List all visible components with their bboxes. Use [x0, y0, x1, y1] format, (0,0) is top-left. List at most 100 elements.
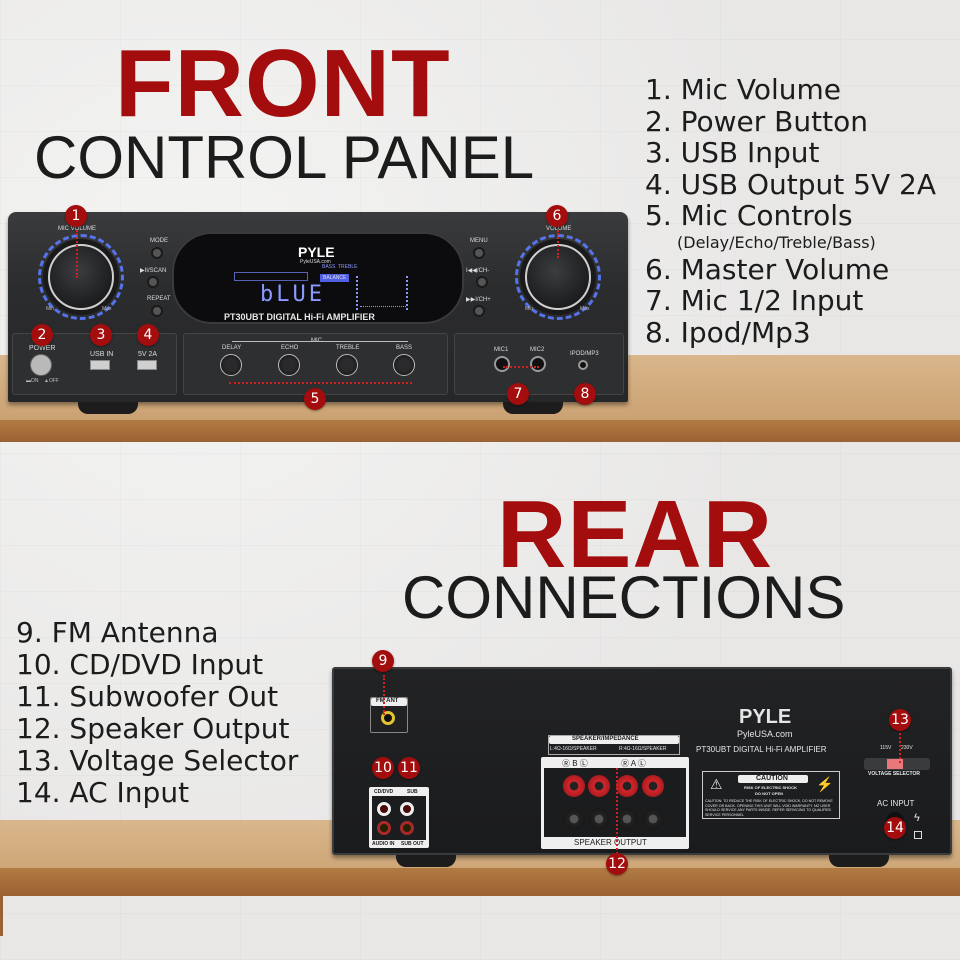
sub-right-jack[interactable] [400, 821, 414, 835]
impedance-left: L:4Ω-16Ω/SPEAKER [550, 746, 597, 752]
speaker-a-left-positive[interactable] [642, 775, 664, 797]
marker-7-leader [503, 366, 539, 368]
group-a-label: Ⓡ A Ⓛ [621, 759, 646, 768]
marker-12: 12 [606, 853, 628, 875]
cd-dvd-left-jack[interactable] [377, 802, 391, 816]
ipod-mp3-jack[interactable] [578, 360, 588, 370]
speaker-impedance-label: SPEAKER/IMPEDANCE [572, 736, 639, 742]
warning-triangle-icon: ⚠ [710, 776, 723, 792]
amp-foot [78, 402, 138, 414]
speaker-b-left-positive[interactable] [588, 775, 610, 797]
bass-knob[interactable] [393, 354, 415, 376]
usb-input-port[interactable] [90, 360, 110, 370]
rear-model-line: PT30UBT DIGITAL Hi-Fi AMPLIFIER [696, 745, 827, 754]
mic2-jack[interactable] [530, 356, 546, 372]
max-label: Max [102, 306, 112, 312]
legend-item-power-button: 2. Power Button [645, 104, 868, 138]
voltage-selector-switch[interactable] [887, 759, 903, 769]
treble-knob[interactable] [336, 354, 358, 376]
speaker-a-right-positive[interactable] [616, 775, 638, 797]
speaker-impedance-header-bg [549, 736, 679, 744]
display-icons [234, 272, 308, 281]
speaker-a-left-negative[interactable] [642, 808, 664, 830]
marker-6: 6 [546, 205, 568, 227]
ipod-label: IPOD/MP3 [570, 351, 599, 357]
master-volume-knob[interactable] [525, 244, 591, 310]
display-balance-badge: BALANCE [320, 274, 350, 282]
caution-open: DO NOT OPEN [755, 791, 784, 796]
speaker-b-right-negative[interactable] [563, 808, 585, 830]
electric-shock-icon: ⚡ [816, 776, 834, 792]
rear-brand-url: PyleUSA.com [737, 729, 793, 739]
prev-ch-button[interactable] [476, 276, 488, 288]
legend-item-mic-controls: 5. Mic Controls [645, 199, 853, 232]
mode-button[interactable] [151, 247, 163, 259]
mic-volume-knob[interactable] [48, 244, 114, 310]
voltage-230-label: 230V [901, 745, 913, 751]
play-scan-label: ▶II/SCAN [140, 268, 167, 274]
display-brand-url: PyleUSA.com [300, 259, 331, 265]
rear-subheading: CONNECTIONS [402, 564, 846, 631]
cd-dvd-right-jack[interactable] [377, 821, 391, 835]
fm-antenna-block [370, 697, 408, 733]
speaker-b-right-positive[interactable] [563, 775, 585, 797]
voltage-115-label: 115V [880, 745, 892, 751]
sub-left-jack[interactable] [400, 802, 414, 816]
max-label: Max [580, 306, 590, 312]
display-brand-logo: PYLE [298, 244, 335, 260]
power-off-label: ▲OFF [44, 378, 59, 384]
repeat-button[interactable] [151, 305, 163, 317]
group-b-label: Ⓡ B Ⓛ [562, 759, 588, 768]
usb-out-label: 5V 2A [138, 351, 158, 358]
caution-label [702, 771, 840, 819]
mic-volume-label: MIC VOLUME [58, 226, 97, 232]
marker-9: 9 [372, 650, 394, 672]
legend-item-master-volume: 6. Master Volume [645, 252, 890, 286]
power-on-label: ▬ON [26, 378, 39, 384]
delay-knob[interactable] [220, 354, 242, 376]
repeat-label: REPEAT [147, 296, 171, 302]
mic2-label: MIC2 [530, 347, 545, 353]
legend-item-mic-controls-note: (Delay/Echo/Treble/Bass) [677, 232, 876, 252]
front-heading: FRONT [115, 30, 451, 137]
marker-2: 2 [31, 324, 53, 346]
amp-foot [396, 855, 456, 867]
legend-item-cd-dvd-input: 10. CD/DVD Input [16, 648, 264, 681]
impedance-right: R:4Ω-16Ω/SPEAKER [619, 746, 667, 752]
shelf-front-edge [0, 868, 960, 896]
lightning-icon: ϟ [914, 812, 920, 824]
legend-item-subwoofer-out: 11. Subwoofer Out [16, 680, 279, 713]
echo-label: ECHO [281, 345, 299, 351]
legend-item-ipod-mp3: 8. Ipod/Mp3 [645, 315, 811, 349]
legend-item-mic-volume: 1. Mic Volume [645, 73, 841, 106]
marker-14: 14 [884, 817, 906, 839]
speaker-a-right-negative[interactable] [616, 808, 638, 830]
legend-item-fm-antenna: 9. FM Antenna [16, 616, 219, 649]
caution-title: CAUTION [756, 775, 788, 782]
next-ch-button[interactable] [473, 305, 485, 317]
power-button[interactable] [30, 354, 52, 376]
play-scan-button[interactable] [147, 276, 159, 288]
min-label: Min [525, 306, 534, 312]
marker-5-leader [229, 382, 412, 384]
menu-button[interactable] [473, 247, 485, 259]
min-label: Min [46, 306, 55, 312]
mic1-label: MIC1 [494, 347, 509, 353]
rear-heading: REAR [497, 481, 774, 588]
caution-header-bg [738, 775, 808, 783]
sub-out-label: SUB OUT [401, 841, 424, 847]
mic1-jack[interactable] [494, 356, 510, 372]
legend-item-ac-input: 14. AC Input [16, 776, 190, 809]
front-legend: 1. Mic Volume 2. Power Button 3. USB Inp… [645, 74, 936, 348]
audio-in-label: AUDIO IN [372, 841, 395, 847]
echo-knob[interactable] [278, 354, 300, 376]
marker-12-leader [616, 768, 618, 854]
marker-3: 3 [90, 324, 112, 346]
display-eq-scale [360, 306, 406, 308]
ac-input-label: AC INPUT [877, 799, 915, 808]
speaker-b-left-negative[interactable] [588, 808, 610, 830]
usb-output-port[interactable] [137, 360, 157, 370]
marker-13-leader [899, 733, 901, 763]
double-insulation-icon [914, 831, 922, 839]
caution-body: CAUTION: TO REDUCE THE RISK OF ELECTRIC … [705, 799, 833, 817]
